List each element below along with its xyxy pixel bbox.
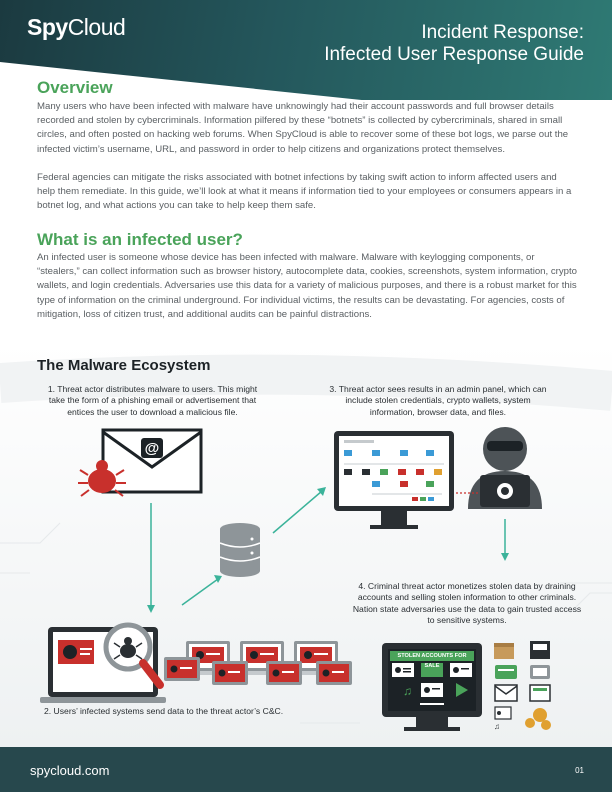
play-icon xyxy=(456,683,468,697)
footer-website-link[interactable]: spycloud.com xyxy=(30,763,110,778)
step-4-text: 4. Criminal threat actor monetizes stole… xyxy=(352,581,582,626)
step-3-text: 3. Threat actor sees results in an admin… xyxy=(329,384,547,417)
stolen-goods-icons: ♫ xyxy=(494,641,551,731)
flow-arrows xyxy=(147,487,509,613)
ecosystem-illustration: @ xyxy=(0,343,612,747)
admin-panel-monitor xyxy=(334,431,454,529)
page-header: SpyCloud Incident Response: Infected Use… xyxy=(0,0,612,100)
step-1-text: 1. Threat actor distributes malware to u… xyxy=(47,384,258,417)
c2-database-icon xyxy=(219,523,261,577)
phishing-email-icon xyxy=(101,428,203,494)
document-title: Incident Response: Infected User Respons… xyxy=(324,22,584,66)
malware-ecosystem-section: @ xyxy=(0,343,612,747)
spycloud-logo: SpyCloud xyxy=(27,14,126,40)
page-footer: spycloud.com 01 xyxy=(0,747,612,792)
document-title-line1: Incident Response: xyxy=(421,22,584,43)
ecosystem-title: The Malware Ecosystem xyxy=(37,357,211,374)
infected-user-paragraph: An infected user is someone whose device… xyxy=(37,252,577,320)
page-number: 01 xyxy=(575,766,584,775)
document-title-line2: Infected User Response Guide xyxy=(324,44,584,65)
circuit-decoration xyxy=(0,522,612,724)
overview-heading: Overview xyxy=(37,78,113,97)
infected-user-heading: What is an infected user? xyxy=(37,230,243,249)
magnifier-bug-icon xyxy=(103,622,164,689)
malware-bug-icon xyxy=(78,460,126,497)
overview-paragraph-1: Many users who have been infected with m… xyxy=(37,101,569,155)
step-2-text: 2. Users’ infected systems send data to … xyxy=(44,706,284,716)
marketplace-banner: STOLEN ACCOUNTS FOR SALE xyxy=(390,651,474,669)
infected-devices-row xyxy=(164,641,352,685)
background-swoosh xyxy=(0,354,612,411)
email-at-symbol: @ xyxy=(145,440,160,457)
overview-paragraph-2: Federal agencies can mitigate the risks … xyxy=(37,172,572,212)
music-note-small-icon: ♫ xyxy=(494,722,500,731)
music-note-icon: ♫ xyxy=(403,684,412,698)
threat-actor-hacker-icon xyxy=(468,427,542,509)
